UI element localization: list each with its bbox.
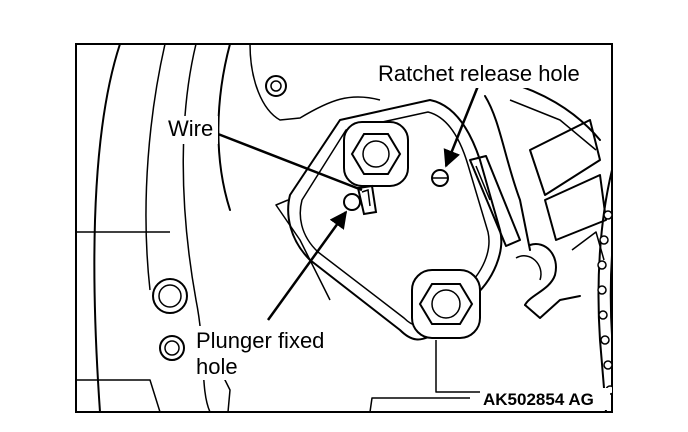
plunger-fixed-hole-graphic [343,184,378,216]
wire-leader-line [217,132,363,192]
figure-code: AK502854 AG [483,390,594,409]
plunger-fixed-hole-label-line2: hole [196,354,238,379]
boss-hole-left [152,278,188,314]
wire-label: Wire [168,116,213,141]
plunger-fixed-hole-arrow [266,210,348,321]
upper-bolt [343,121,409,187]
boss-hole-lower-left [159,335,185,361]
ratchet-release-hole-graphic [431,169,449,187]
timing-chain [597,169,612,412]
plunger-fixed-hole-label-line1: Plunger fixed [196,328,324,353]
ratchet-release-hole-label: Ratchet release hole [378,61,580,86]
boss-hole-top [265,75,287,97]
lower-bolt [411,269,481,339]
ratchet-release-hole-arrow [443,85,480,168]
engine-drawing [76,44,612,412]
